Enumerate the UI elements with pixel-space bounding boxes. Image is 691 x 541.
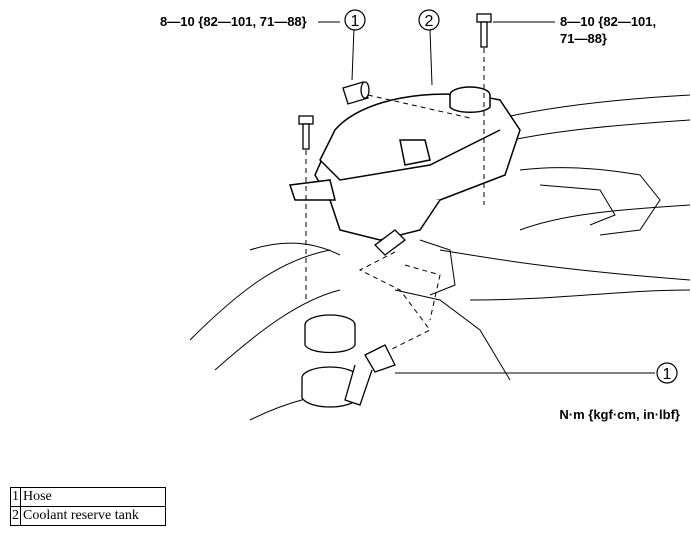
callout-2-tank: 2 [418, 9, 440, 31]
lower-hose [344, 344, 396, 406]
svg-text:2: 2 [425, 13, 434, 30]
legend-number: 2 [10, 506, 21, 526]
tank-filler-cap [449, 86, 491, 113]
assembly-lines [305, 48, 485, 351]
legend-row: 1 Hose [10, 487, 166, 507]
svg-text:1: 1 [351, 13, 360, 30]
bolt-left [298, 115, 314, 150]
torque-spec-right-line1: 8—10 {82—101, [560, 14, 656, 29]
tank-outlet [374, 229, 406, 256]
bolt-right [476, 13, 492, 48]
upper-hose [342, 81, 370, 105]
coolant-reserve-tank-diagram: 1 2 1 8—10 {82—101, 71—88} 8—10 {82—101,… [160, 9, 691, 422]
coolant-reserve-tank [288, 93, 521, 241]
legend-number: 1 [10, 487, 21, 507]
torque-spec-right-line2: 71—88} [560, 31, 607, 46]
legend-label: Coolant reserve tank [20, 506, 166, 526]
unit-label: N·m {kgf·cm, in·lbf} [559, 407, 680, 422]
svg-text:1: 1 [663, 366, 672, 383]
callout-1-top: 1 [344, 9, 366, 31]
parts-legend: 1 Hose 2 Coolant reserve tank [10, 487, 166, 526]
leader-lines [318, 21, 655, 374]
torque-spec-left: 8—10 {82—101, 71—88} [160, 14, 307, 29]
callout-1-bottom: 1 [656, 362, 678, 384]
legend-label: Hose [20, 487, 166, 507]
legend-row: 2 Coolant reserve tank [10, 506, 166, 526]
radiator-cap-assembly [301, 314, 359, 408]
